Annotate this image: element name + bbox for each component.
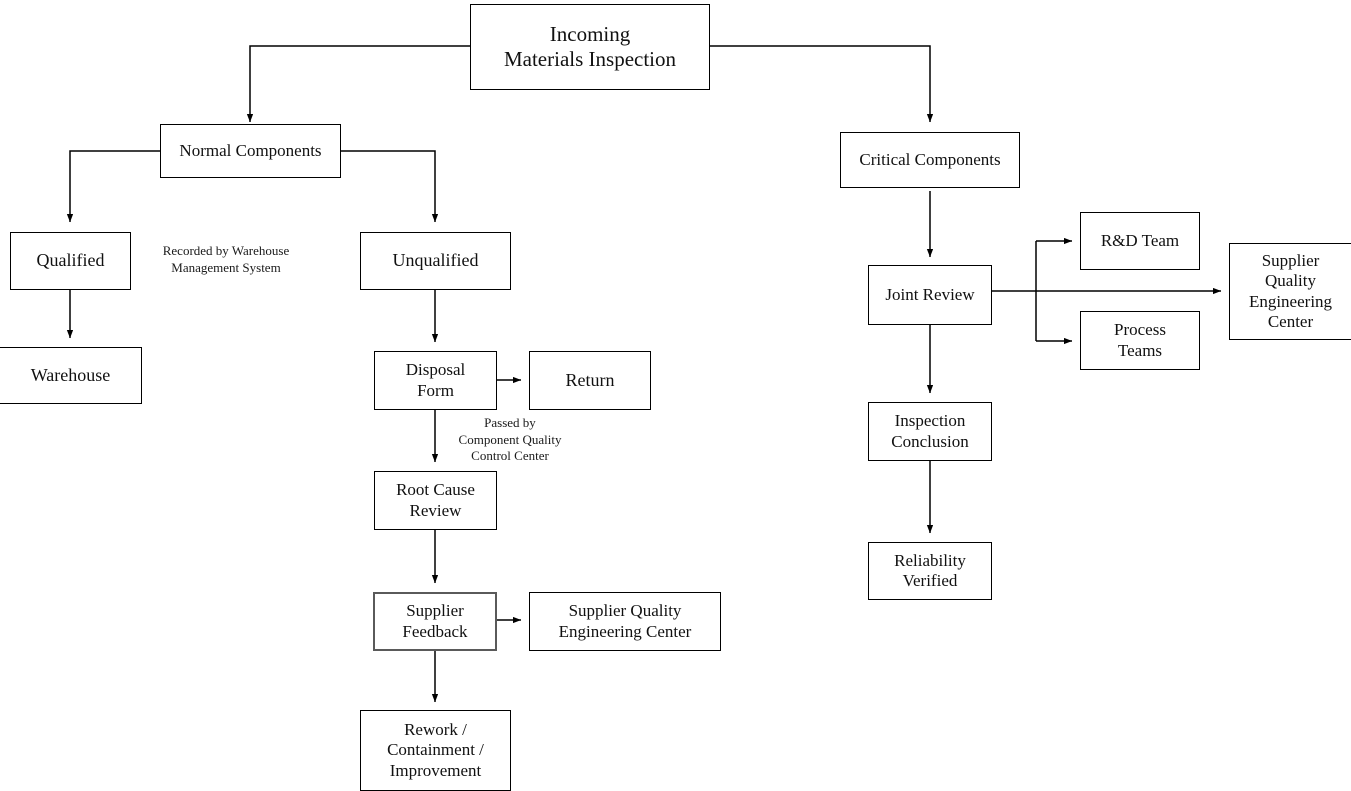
node-disposal-form[interactable]: Disposal Form: [374, 351, 497, 410]
node-process-teams[interactable]: Process Teams: [1080, 311, 1200, 370]
edge-normal-to-unqualified: [341, 150, 439, 223]
node-rnd-team[interactable]: R&D Team: [1080, 212, 1200, 270]
node-critical-components[interactable]: Critical Components: [840, 132, 1020, 188]
node-incoming-materials-inspection[interactable]: Incoming Materials Inspection: [470, 4, 710, 90]
node-warehouse[interactable]: Warehouse: [0, 347, 142, 404]
edge-label-disposal-note: Passed by Component Quality Control Cent…: [458, 415, 562, 464]
edge-label-warehouse-note: Recorded by Warehouse Management System: [162, 243, 290, 275]
node-normal-components[interactable]: Normal Components: [160, 124, 341, 178]
edge-incoming-to-normal: [246, 45, 470, 123]
node-rework-containment-improvement[interactable]: Rework / Containment / Improvement: [360, 710, 511, 791]
edge-incoming-to-critical: [710, 45, 934, 123]
node-supplier-feedback[interactable]: Supplier Feedback: [373, 592, 497, 651]
node-qualified[interactable]: Qualified: [10, 232, 131, 290]
node-joint-review[interactable]: Joint Review: [868, 265, 992, 325]
node-inspection-conclusion[interactable]: Inspection Conclusion: [868, 402, 992, 461]
node-unqualified[interactable]: Unqualified: [360, 232, 511, 290]
node-supplier-quality-engineering-center-right[interactable]: Supplier Quality Engineering Center: [1229, 243, 1351, 340]
node-return[interactable]: Return: [529, 351, 651, 410]
edge-normal-to-qualified: [66, 150, 160, 223]
node-root-cause-review[interactable]: Root Cause Review: [374, 471, 497, 530]
node-reliability-verified[interactable]: Reliability Verified: [868, 542, 992, 600]
node-supplier-quality-engineering-center-middle[interactable]: Supplier Quality Engineering Center: [529, 592, 721, 651]
